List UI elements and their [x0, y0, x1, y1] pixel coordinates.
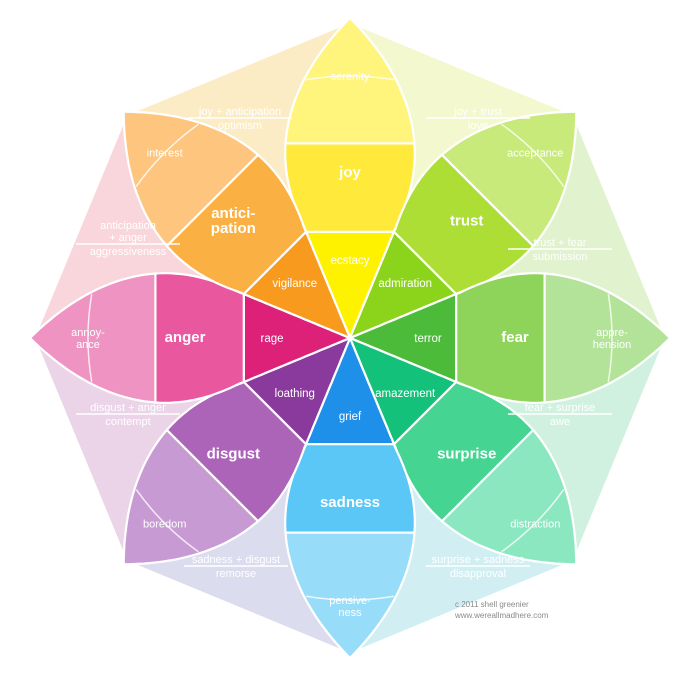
dyad-combo: joy + trust — [453, 106, 502, 118]
anticipation-petal-outer — [122, 110, 260, 248]
joy-inner-label: ecstacy — [331, 255, 370, 267]
dyad-combo: sadness + disgust — [192, 554, 280, 566]
trust-inner-label: admiration — [378, 278, 432, 290]
dyad-result: awe — [550, 416, 570, 428]
sadness-outer-divider — [305, 595, 395, 601]
dyad-combo: anticipation — [100, 220, 156, 232]
trust-petal-outer — [440, 110, 578, 248]
surprise-outer-label: distraction — [510, 518, 560, 530]
anticipation-inner-label: vigilance — [272, 278, 317, 290]
anger-outer-divider — [87, 293, 93, 383]
dyad-combo: fear + surprise — [525, 402, 596, 414]
fear-outer-label: appre- — [596, 327, 628, 339]
dyad-combo: + anger — [109, 232, 147, 244]
trust-outer-label: acceptance — [507, 148, 563, 160]
emotion-labels: ecstacy joy serenity admiration trust accepta… — [71, 71, 631, 619]
joy-outer-label: serenity — [331, 71, 370, 83]
disgust-inner-label: loathing — [275, 388, 315, 400]
surprise-label: surprise — [437, 446, 496, 463]
surprise-outer-divider — [501, 489, 565, 553]
disgust-petal-outer — [122, 428, 260, 566]
dyad-result: contempt — [105, 416, 150, 428]
dyad-combo: trust + fear — [534, 237, 587, 249]
joy-petal-mid — [284, 142, 416, 233]
dyad-result: optimism — [218, 120, 262, 132]
trust-outer-divider — [501, 123, 565, 187]
sadness-outer-label: pensive- — [329, 595, 371, 607]
dyad-combo: disgust + anger — [90, 402, 166, 414]
joy-outer-divider — [305, 75, 395, 81]
anger-label: anger — [165, 329, 206, 346]
anticipation-outer-label: interest — [147, 148, 183, 160]
anger-outer-label: annoy- — [71, 327, 105, 339]
fear-outer-divider — [607, 293, 613, 383]
trust-label: trust — [450, 212, 483, 229]
sadness-petal-outer — [284, 531, 416, 660]
anger-outer-label: ance — [76, 339, 100, 351]
fear-petal-outer — [543, 272, 672, 404]
disgust-outer-divider — [135, 489, 199, 553]
anticipation-label: pation — [211, 220, 256, 237]
surprise-petal-outer — [440, 428, 578, 566]
sadness-petal-mid — [284, 443, 416, 534]
dyad-result: submission — [532, 251, 587, 263]
anger-inner-label: rage — [260, 333, 283, 345]
credit-website: www.wereallmadhere.com — [455, 611, 549, 620]
dyad-result: love — [468, 120, 488, 132]
dyad-result: remorse — [216, 568, 256, 580]
sadness-label: sadness — [320, 494, 380, 511]
sadness-outer-label: ness — [338, 607, 362, 619]
fear-label: fear — [501, 329, 529, 346]
credit-copyright: c 2011 shell greenier — [455, 600, 529, 609]
surprise-inner-label: amazement — [375, 388, 436, 400]
disgust-outer-label: boredom — [143, 518, 186, 530]
anticipation-outer-divider — [135, 123, 199, 187]
dyad-result: aggressiveness — [90, 246, 167, 258]
dyad-result: disapproval — [450, 568, 506, 580]
sadness-inner-label: grief — [339, 411, 362, 423]
fear-outer-label: hension — [593, 339, 632, 351]
emotion-petals — [28, 16, 672, 660]
fear-inner-label: terror — [414, 333, 442, 345]
anger-petal-outer — [28, 272, 157, 404]
anticipation-label: antici- — [211, 205, 255, 222]
dyad-combo: joy + anticipation — [198, 106, 281, 118]
dyad-labels: joy + trust love trust + fear submission fea… — [76, 106, 612, 580]
dyad-combo: surprise + sadness — [432, 554, 525, 566]
joy-petal-outer — [284, 16, 416, 145]
joy-label: joy — [338, 164, 361, 181]
disgust-label: disgust — [207, 446, 260, 463]
